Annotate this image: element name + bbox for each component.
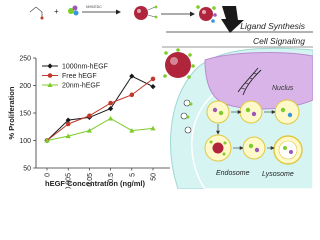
data-point-20nm-hegf: [86, 128, 92, 133]
endosome-with-nanoparticle: [204, 134, 232, 162]
y-tick-label: 150: [19, 111, 31, 118]
data-point-1000nm-hegf: [108, 106, 114, 112]
data-point-20nm-hegf: [65, 133, 71, 139]
series-line-20nm-hegf: [46, 117, 154, 141]
y-tick-label: 200: [19, 83, 31, 90]
ligand-synthesis-label: Ligand Synthesis: [240, 21, 305, 31]
x-tick-label: 0: [45, 173, 52, 177]
conjugated-nanoparticle-icon: [134, 5, 158, 20]
legend-label-free-hegf: Free hEGF: [62, 73, 97, 80]
x-tick-label: 0.005: [66, 173, 73, 189]
endosome-vesicle-1: [206, 100, 230, 124]
nucleus-label: Nuclus: [272, 85, 294, 92]
lysosome-label: Lysosome: [262, 171, 294, 178]
x-tick-label: 0.5: [108, 173, 115, 183]
plus-sign: +: [54, 7, 59, 16]
cell-schematic: Nuclus: [163, 47, 313, 189]
data-point-free-hegf: [108, 100, 113, 106]
series-line-1000nm-hegf: [46, 75, 154, 141]
legend-label-20nm-hegf: 20nm-hEGF: [62, 83, 100, 90]
reagent-label: NHS/EDC: [86, 5, 102, 9]
egf-protein-icon: [68, 5, 79, 16]
y-axis-label: % Proliferation: [7, 86, 16, 139]
cell-signaling-label: Cell Signaling: [253, 36, 305, 46]
data-point-20nm-hegf: [150, 125, 156, 131]
x-tick-label: 0.05: [87, 173, 94, 187]
legend-marker-20nm-hegf: [47, 82, 53, 87]
legend-marker-free-hegf: [47, 73, 53, 78]
functionalized-nanoparticle-icon: [196, 5, 217, 23]
endosome-vesicle-4: [242, 136, 266, 160]
data-point-free-hegf: [87, 113, 92, 119]
legend-marker-1000nm-hegf: [47, 63, 53, 69]
y-tick-label: 50: [23, 166, 31, 173]
data-point-free-hegf: [129, 92, 135, 98]
dna-helix-icon: [237, 67, 262, 96]
receptor-cluster-icon: [180, 99, 193, 134]
data-point-20nm-hegf: [44, 137, 50, 143]
endosome-label: Endosome: [216, 170, 250, 177]
figure-canvas: + NHS/EDC: [7, 5, 313, 189]
x-tick-label: 50: [151, 173, 158, 181]
reaction-arrow-2: [161, 11, 195, 17]
endosome-vesicle-3: [274, 99, 300, 125]
y-tick-label: 100: [19, 138, 31, 145]
ligand-molecule-icon: [29, 6, 44, 20]
x-tick-label: 5: [129, 173, 136, 177]
data-point-free-hegf: [150, 76, 156, 82]
data-point-free-hegf: [65, 121, 71, 127]
trafficking-arrows: [216, 110, 276, 150]
down-arrow-icon: [221, 6, 244, 33]
data-point-1000nm-hegf: [150, 84, 156, 90]
lysosome-vesicle: [273, 135, 303, 165]
series-line-free-hegf: [46, 78, 154, 141]
large-nanoparticle-icon: [163, 48, 195, 79]
y-tick-label: 250: [19, 56, 31, 63]
data-point-20nm-hegf: [129, 128, 135, 133]
legend-label-1000nm-hegf: 1000nm-hEGF: [62, 64, 108, 71]
chart-legend: 1000nm-hEGF Free hEGF 20nm-hEGF: [42, 63, 108, 90]
reaction-arrow-1: [82, 9, 121, 15]
data-point-1000nm-hegf: [129, 73, 135, 79]
proliferation-chart: % Proliferation hEGF Concentration (ng/m…: [7, 56, 170, 189]
nucleus: [204, 52, 313, 110]
data-point-1000nm-hegf: [65, 117, 71, 123]
x-axis-label: hEGF Concentration (ng/ml): [45, 179, 145, 188]
data-point-20nm-hegf: [108, 115, 114, 121]
synthesis-scheme: + NHS/EDC: [29, 5, 244, 33]
endosome-vesicle-2: [239, 100, 263, 124]
